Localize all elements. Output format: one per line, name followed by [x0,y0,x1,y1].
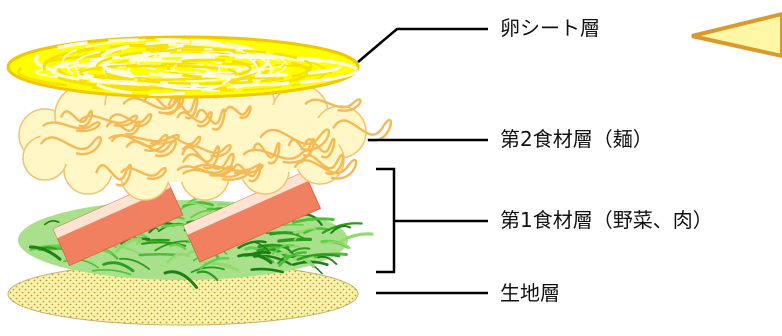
leader-lines [357,27,488,295]
egg-sheet-layer [6,35,360,99]
dough-layer-label: 生地層 [500,281,560,305]
first-layer-bracket [376,167,396,274]
noodle-layer [18,71,393,201]
callout-arrow-icon [691,11,782,59]
first-ingredient-layer-label: 第1食材層（野菜、肉） [500,208,713,232]
egg-sheet-layer-label: 卵シート層 [500,16,600,40]
second-ingredient-layer-label: 第2食材層（麺） [500,127,653,151]
egg-sheet-leader [357,27,488,63]
dough-layer [7,262,359,326]
